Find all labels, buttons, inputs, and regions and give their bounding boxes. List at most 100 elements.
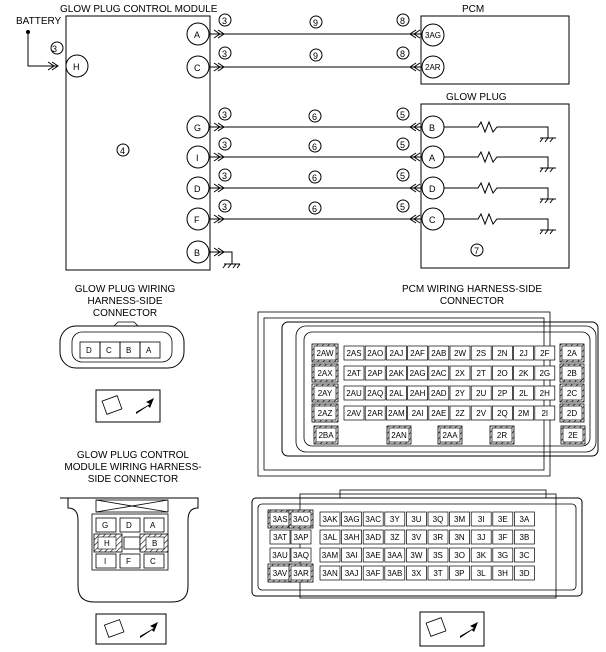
callout-circle xyxy=(50,41,64,55)
pcm1-pin: 2C xyxy=(567,389,577,398)
pcm-box xyxy=(420,15,570,85)
svg-text:D: D xyxy=(86,346,92,355)
svg-text:3: 3 xyxy=(222,140,227,150)
pcm1-pin: 2AY xyxy=(318,389,333,398)
pcm-pin-3AG: 3AG xyxy=(425,31,441,40)
svg-text:6: 6 xyxy=(312,142,317,152)
pcm2-pin: 3S xyxy=(433,551,443,560)
svg-text:G: G xyxy=(102,521,108,530)
callout-7: 7 xyxy=(474,246,479,256)
pcm2-pin: 3AM xyxy=(322,551,339,560)
glow-plug-elements xyxy=(444,120,556,235)
svg-text:A: A xyxy=(150,521,156,530)
pcm2-pin: 3AA xyxy=(387,551,403,560)
pcm2-pin: 3L xyxy=(477,569,486,578)
gpcm-connector-title-3: SIDE CONNECTOR xyxy=(88,474,178,485)
pcm-wires xyxy=(209,29,422,72)
pcm1-pin: 2AG xyxy=(410,369,426,378)
pcm2-pin: 3T xyxy=(433,569,442,578)
glow-plug-box xyxy=(420,103,570,269)
pcm2-pin: 3X xyxy=(412,569,422,578)
pcm2-pin: 3J xyxy=(477,533,485,542)
pcm1-pin: 2E xyxy=(568,431,578,440)
callout-3: 3 xyxy=(222,16,227,26)
svg-text:C: C xyxy=(106,346,112,355)
pcm1-pin: 2AR xyxy=(367,409,383,418)
pcm2-pin: 3AK xyxy=(322,515,338,524)
pcm2-pin: 3V xyxy=(412,533,422,542)
svg-text:5: 5 xyxy=(400,171,405,181)
pcm2-pin: 3M xyxy=(454,515,465,524)
pcm-title: PCM xyxy=(462,4,484,15)
pcm1-pin: 2S xyxy=(476,349,486,358)
pcm2-pin: 3AL xyxy=(323,533,338,542)
pcm-connector-pointer-icon xyxy=(419,611,485,647)
module-pin-F: F xyxy=(194,215,200,225)
pcm1-pin: 2AW xyxy=(316,349,333,358)
module-ground-wire xyxy=(209,251,233,264)
module-pin-G: G xyxy=(194,123,201,133)
plug-pin-B: B xyxy=(429,123,435,133)
battery-wire xyxy=(27,32,58,67)
pcm2-pin: 3O xyxy=(454,551,465,560)
pcm1-pin: 2AN xyxy=(391,431,407,440)
pcm1-pin: 2AT xyxy=(347,369,361,378)
pcm1-pin: 2V xyxy=(476,409,486,418)
svg-text:3: 3 xyxy=(222,171,227,181)
pcm2-pin: 3AE xyxy=(366,551,381,560)
pcm2-pin: 3R xyxy=(433,533,443,542)
pcm-pin-2AR: 2AR xyxy=(425,63,441,72)
pcm-connector-title-2: CONNECTOR xyxy=(440,296,504,307)
connector-mark-icon xyxy=(47,61,59,71)
pcm2-pin: 3H xyxy=(498,569,508,578)
svg-text:B: B xyxy=(152,539,157,548)
pcm2-pin: 3AH xyxy=(344,533,360,542)
pcm2-pin: 3AJ xyxy=(345,569,359,578)
pcm1-pin: 2AM xyxy=(388,409,405,418)
pcm2-pin: 3AB xyxy=(387,569,402,578)
pcm1-pin: 2AC xyxy=(431,369,447,378)
svg-text:3: 3 xyxy=(222,110,227,120)
callout-9: 9 xyxy=(313,51,318,61)
pcm2-pin: 3AF xyxy=(366,569,381,578)
pcm2-pin: 3AV xyxy=(273,569,288,578)
pcm1-pin: 2Y xyxy=(455,389,465,398)
svg-text:6: 6 xyxy=(312,204,317,214)
svg-text:B: B xyxy=(126,346,131,355)
pcm1-pin: 2AX xyxy=(317,369,333,378)
pcm2-pin: 3G xyxy=(497,551,508,560)
pcm1-pin: 2F xyxy=(540,349,549,358)
pcm1-pin: 2H xyxy=(540,389,550,398)
module-pin-D: D xyxy=(194,184,201,194)
pcm2-pin: 3W xyxy=(410,551,422,560)
pcm1-pin: 2AZ xyxy=(318,409,333,418)
pcm1-pin: 2G xyxy=(539,369,550,378)
pcm2-pin: 3AO xyxy=(293,515,309,524)
pcm1-pin: 2B xyxy=(567,369,577,378)
pcm1-pin: 2AF xyxy=(410,349,425,358)
callout-8: 8 xyxy=(400,16,405,26)
gpcm-connector-pointer-icon xyxy=(95,613,167,645)
pcm2-pin: 3I xyxy=(478,515,485,524)
pcm1-pin: 2I xyxy=(541,409,548,418)
callout-3: 3 xyxy=(222,49,227,59)
pcm1-pin: 2AJ xyxy=(390,349,404,358)
callout-3: 3 xyxy=(52,44,57,54)
svg-text:5: 5 xyxy=(400,202,405,212)
pcm2-pin: 3B xyxy=(520,533,530,542)
pcm1-pin: 2AS xyxy=(346,349,361,358)
pcm2-pin: 3U xyxy=(411,515,421,524)
module-pin-B: B xyxy=(194,248,200,258)
module-pin-I: I xyxy=(196,153,199,163)
pcm1-pin: 2AI xyxy=(412,409,424,418)
pcm1-pin: 2AL xyxy=(389,389,404,398)
pcm1-pin: 2Q xyxy=(497,409,508,418)
plug-pin-A: A xyxy=(429,153,435,163)
pcm1-pin: 2AV xyxy=(347,409,362,418)
pcm1-pin: 2W xyxy=(454,349,466,358)
pcm1-pin: 2L xyxy=(519,389,528,398)
callout-9: 9 xyxy=(313,18,318,28)
gpcm-connector-title: GLOW PLUG CONTROL xyxy=(77,450,190,461)
svg-text:6: 6 xyxy=(312,173,317,183)
